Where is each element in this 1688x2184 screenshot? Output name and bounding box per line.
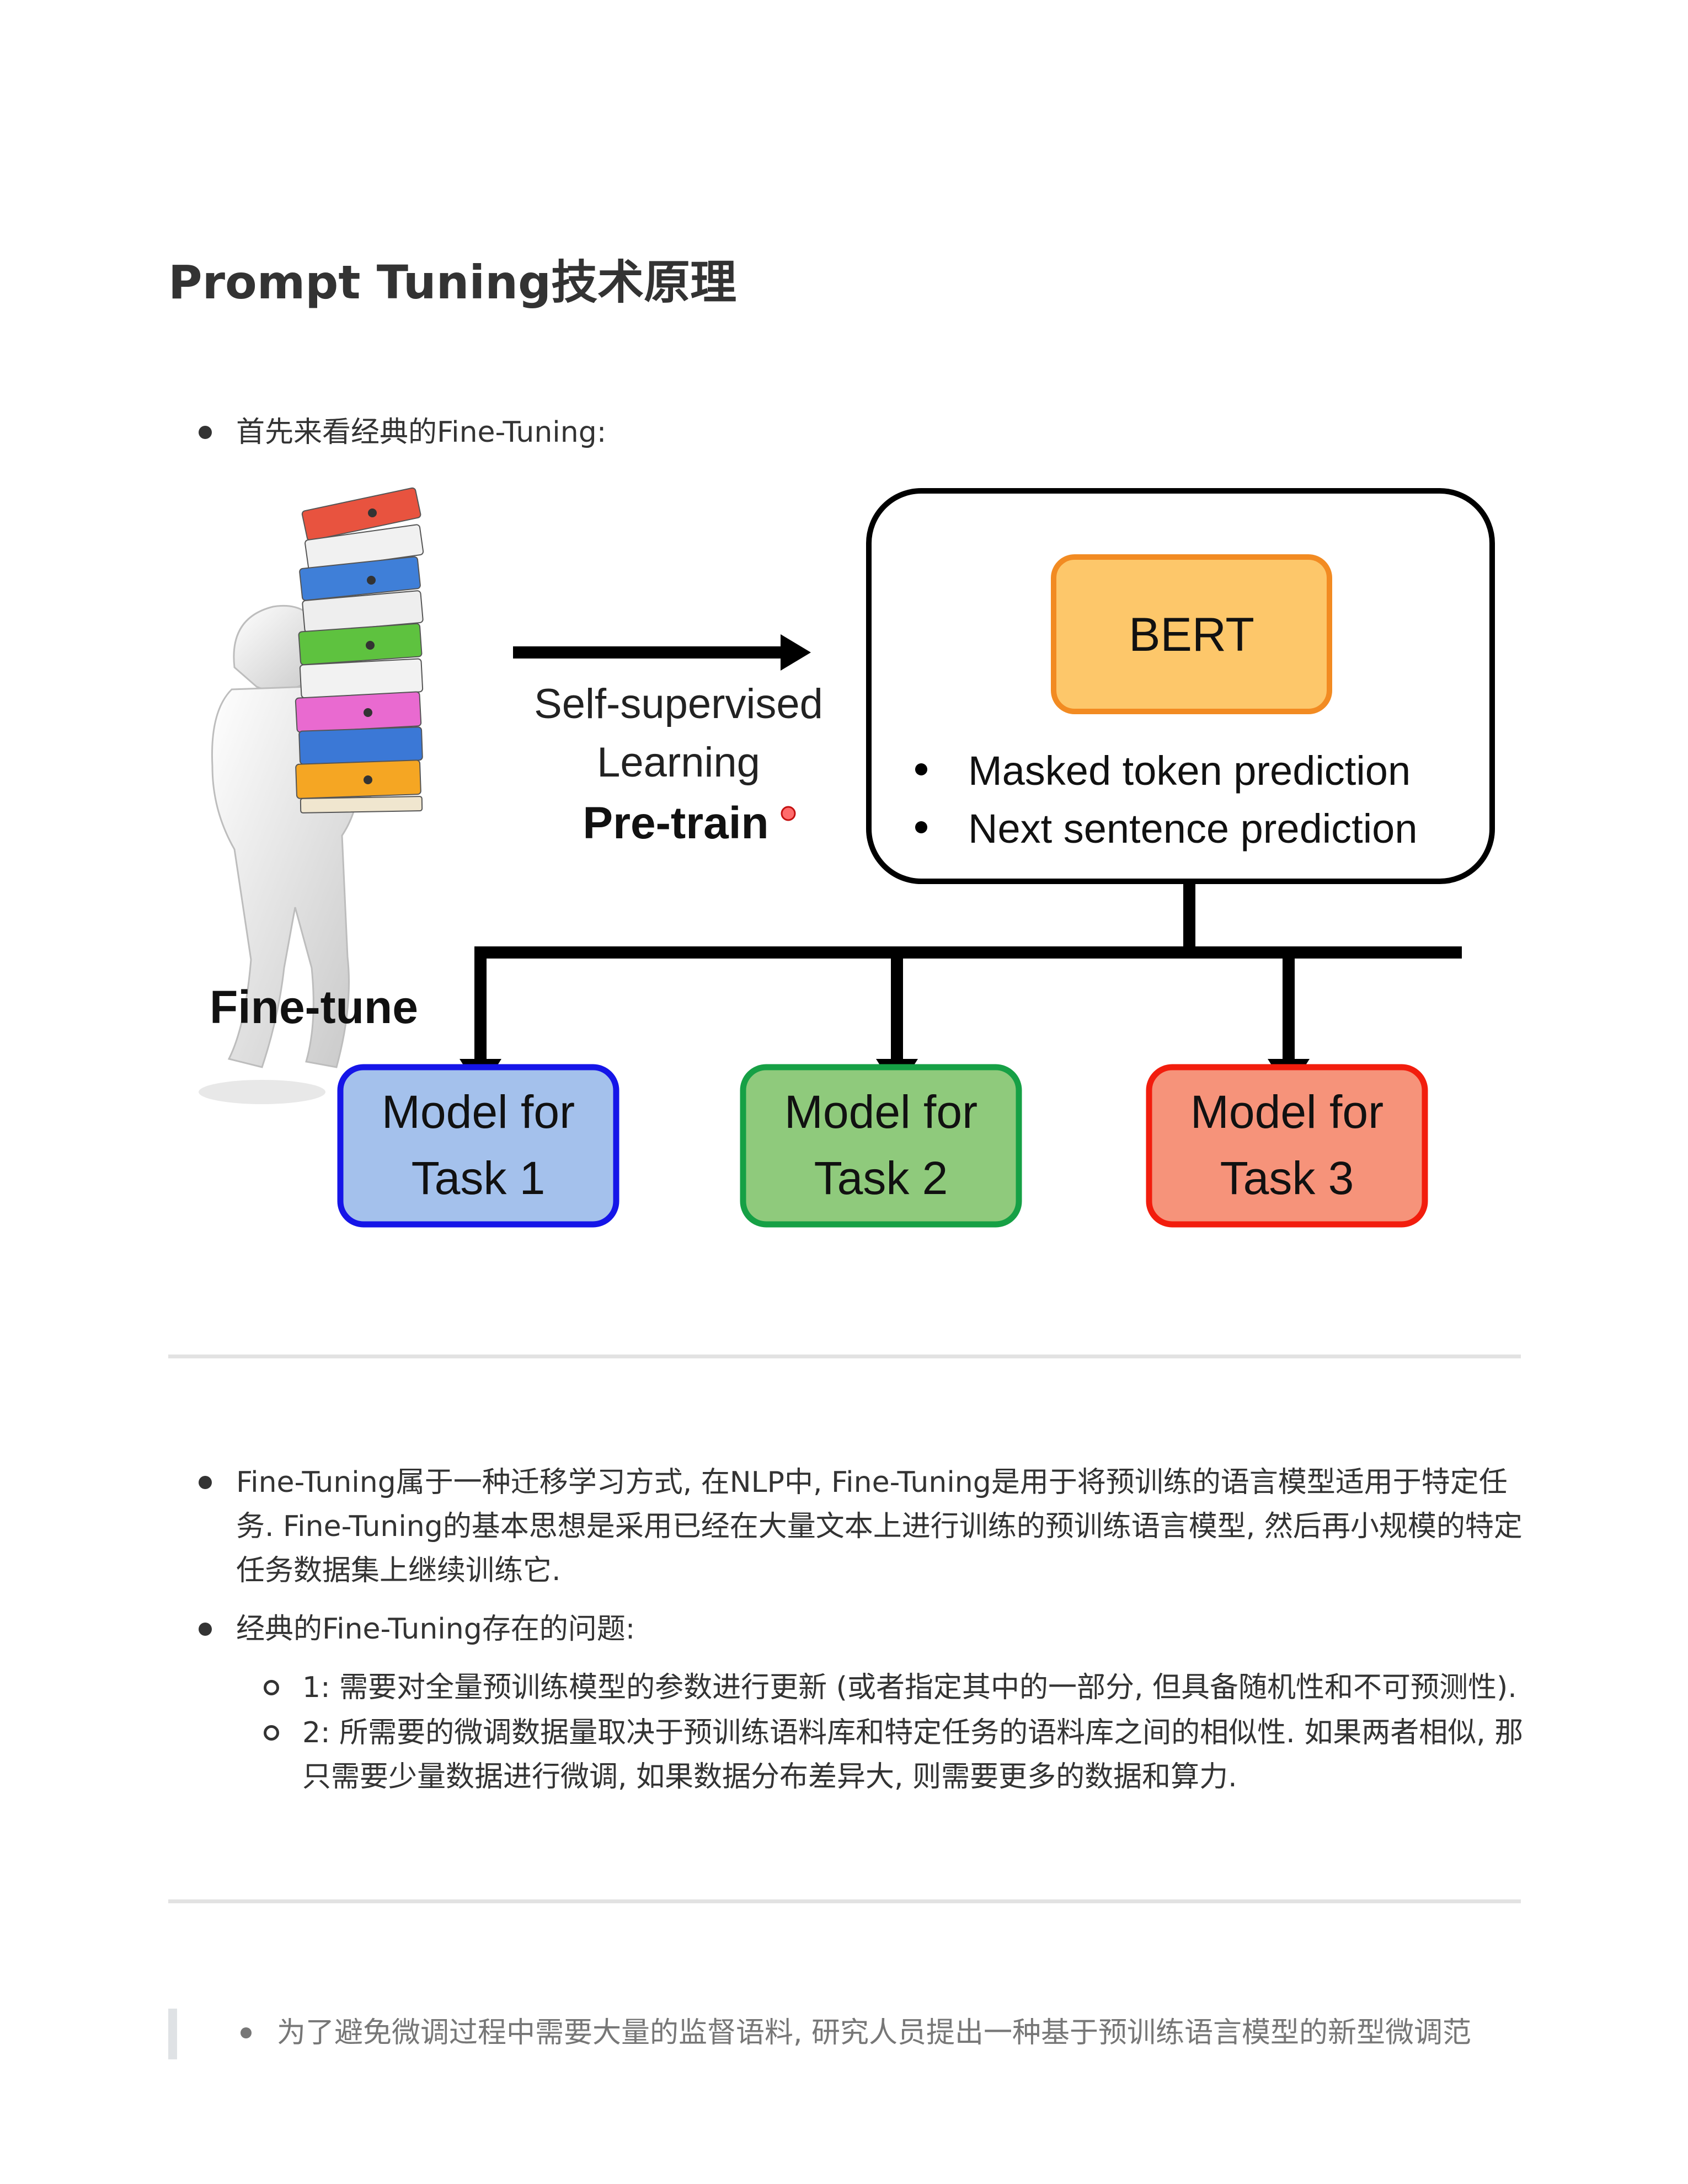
blockquote-text: 为了避免微调过程中需要大量的监督语料, 研究人员提出一种基于预训练语言模型的新型… (277, 2016, 1472, 2049)
bullet-dot (199, 426, 212, 439)
bert-task-masked-token: Masked token prediction (968, 748, 1411, 794)
section-divider (168, 1899, 1521, 1903)
blockquote-bar (168, 2009, 177, 2059)
model-task-3-box: Model for Task 3 (1146, 1064, 1428, 1228)
model-2-line1: Model for (784, 1086, 977, 1138)
paragraph-1-line-2: 务. Fine-Tuning的基本思想是采用已经在大量文本上进行训练的预训练语言… (236, 1510, 1523, 1543)
sub-bullet-ring (264, 1680, 279, 1695)
bullet-dot (199, 1476, 212, 1489)
pretrain-label: Pre-train (583, 798, 768, 848)
model-1-line1: Model for (382, 1086, 575, 1138)
sub-bullet-2-line-1: 2: 所需要的微调数据量取决于预训练语料库和特定任务的语料库之间的相似性. 如果… (302, 1716, 1524, 1749)
paragraph-1-line-3: 任务数据集上继续训练它. (236, 1554, 561, 1587)
intro-bullet-text: 首先来看经典的Fine-Tuning: (236, 416, 607, 449)
bert-task-bullet (915, 821, 927, 833)
arrow-label-learning: Learning (597, 739, 760, 786)
bullet-dot (199, 1623, 212, 1636)
arrow-label-self-supervised: Self-supervised (534, 681, 823, 727)
finetune-connectors (460, 881, 1462, 1092)
model-task-1-box: Model for Task 1 (337, 1064, 619, 1228)
figure-svg: Self-supervised Learning Pre-train BERT … (199, 487, 1495, 1228)
bert-task-bullet (915, 763, 927, 775)
bert-box (1051, 554, 1332, 714)
model-task-2-box: Model for Task 2 (740, 1064, 1022, 1228)
sub-bullet-1-text: 1: 需要对全量预训练模型的参数进行更新 (或者指定其中的一部分, 但具备随机性… (302, 1671, 1517, 1704)
model-1-line2: Task 1 (412, 1152, 546, 1204)
page-title: Prompt Tuning技术原理 (168, 255, 737, 309)
red-marker-dot (781, 806, 796, 821)
model-2-line2: Task 2 (814, 1152, 948, 1204)
model-3-line1: Model for (1190, 1086, 1383, 1138)
pretrain-arrow (513, 634, 811, 671)
model-3-line2: Task 3 (1220, 1152, 1354, 1204)
section-divider (168, 1355, 1521, 1358)
bert-finetune-figure: Self-supervised Learning Pre-train BERT … (168, 474, 1521, 1252)
paragraph-2-text: 经典的Fine-Tuning存在的问题: (236, 1613, 635, 1646)
person-carrying-binders-illustration (199, 487, 424, 1104)
sub-bullet-2-line-2: 只需要少量数据进行微调, 如果数据分布差异大, 则需要更多的数据和算力. (302, 1760, 1237, 1794)
bert-task-next-sentence: Next sentence prediction (968, 806, 1417, 852)
sub-bullet-ring (264, 1725, 279, 1741)
bullet-dot (241, 2027, 252, 2038)
bert-label: BERT (1129, 608, 1254, 661)
paragraph-1-line-1: Fine-Tuning属于一种迁移学习方式, 在NLP中, Fine-Tunin… (236, 1466, 1508, 1499)
finetune-label: Fine-tune (210, 981, 418, 1033)
